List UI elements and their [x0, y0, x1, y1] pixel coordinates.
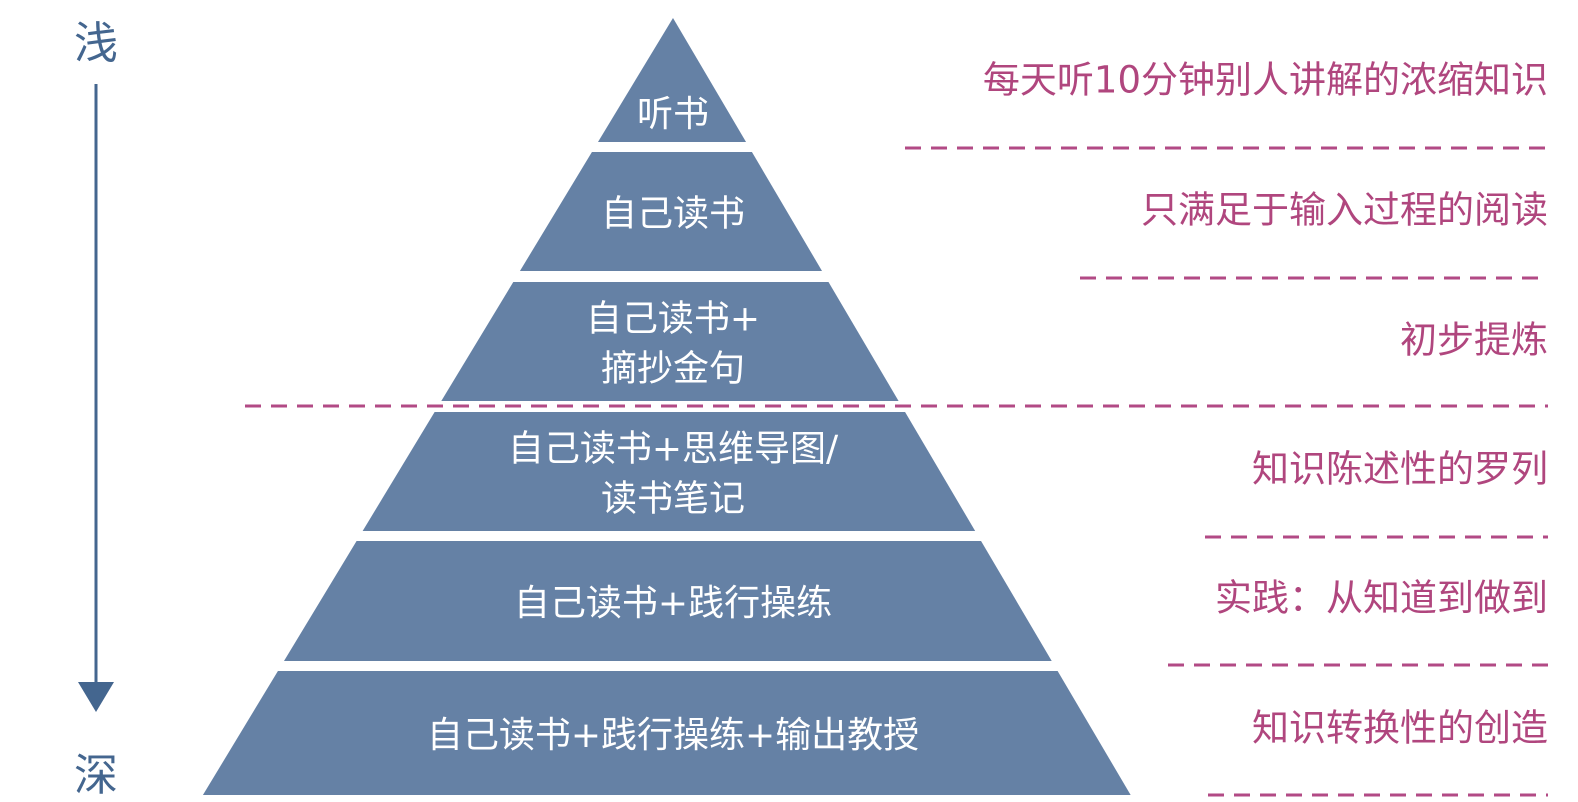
pyramid-level-label: 自己读书+践行操练+输出教授 — [427, 715, 919, 756]
pyramid-level-4: 自己读书+思维导图/读书笔记 知识陈述性的罗列 — [362, 412, 1548, 531]
level-description: 实践：从知道到做到 — [1215, 577, 1548, 620]
axis-bottom-label: 深 — [74, 750, 118, 801]
level-description: 只满足于输入过程的阅读 — [1141, 189, 1548, 232]
arrow-down-icon — [78, 682, 114, 712]
pyramid-level-label: 自己读书+践行操练 — [514, 583, 832, 624]
pyramid-level-label: 自己读书+思维导图/ — [508, 429, 839, 470]
pyramid-band — [362, 412, 976, 531]
level-description: 知识陈述性的罗列 — [1252, 448, 1548, 491]
pyramid-level-label: 摘抄金句 — [601, 349, 745, 390]
pyramid-level-label: 读书笔记 — [601, 479, 745, 520]
pyramid-band — [441, 282, 899, 401]
pyramid-level-1: 听书 每天听10分钟别人讲解的浓缩知识 — [597, 18, 1548, 142]
pyramid-level-label: 自己读书+ — [586, 299, 760, 340]
level-description: 每天听10分钟别人讲解的浓缩知识 — [983, 59, 1548, 102]
pyramid-level-3: 自己读书+ 摘抄金句 初步提炼 — [441, 282, 1548, 401]
pyramid-level-6: 自己读书+践行操练+输出教授 知识转换性的创造 — [202, 671, 1548, 795]
pyramid-band — [283, 541, 1052, 661]
pyramid-level-5: 自己读书+践行操练 实践：从知道到做到 — [283, 541, 1548, 661]
pyramid-level-2: 自己读书 只满足于输入过程的阅读 — [519, 152, 1548, 271]
pyramid-band — [597, 18, 747, 142]
axis-top-label: 浅 — [74, 18, 118, 69]
pyramid-band — [519, 152, 823, 271]
pyramid-level-label: 听书 — [637, 94, 709, 135]
pyramid-band — [202, 671, 1131, 795]
pyramid-level-label: 自己读书 — [601, 194, 745, 235]
level-description: 初步提炼 — [1400, 319, 1548, 362]
level-description: 知识转换性的创造 — [1252, 707, 1548, 750]
